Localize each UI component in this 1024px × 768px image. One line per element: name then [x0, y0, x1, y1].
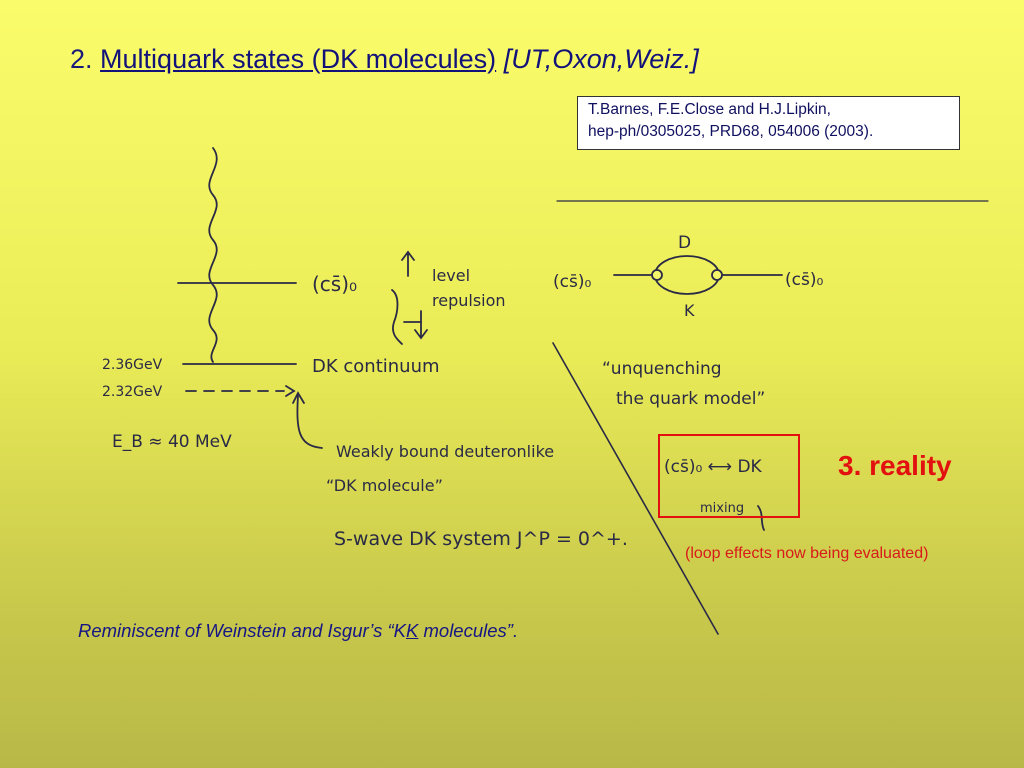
loop-top-label: D [678, 233, 691, 253]
loop-vertex-left [651, 269, 663, 281]
loop-right-label: (cs̄)₀ [785, 270, 823, 290]
mixing-word-label: mixing [700, 501, 744, 516]
energy-236-label: 2.36GeV [102, 357, 163, 373]
weakly-bound-label: Weakly bound deuteronlike [336, 442, 554, 461]
reference-line-1: T.Barnes, F.E.Close and H.J.Lipkin, [588, 101, 831, 118]
loop-vertex-right [711, 269, 723, 281]
reminiscent-suffix: molecules”. [418, 620, 519, 641]
dk-continuum-label: DK continuum [312, 356, 440, 377]
reminiscent-note: Reminiscent of Weinstein and Isgur’s “KK… [78, 620, 518, 642]
mixing-formula-label: (cs̄)₀ ⟷ DK [664, 457, 763, 477]
title-affiliation: [UT,Oxon,Weiz.] [503, 44, 699, 74]
reality-label: 3. reality [838, 450, 952, 481]
loop-bottom-label: K [684, 301, 695, 320]
unquenching-label: “unquenching [602, 359, 722, 379]
title-number: 2. [70, 44, 93, 74]
swave-label: S-wave DK system J^P = 0^+. [334, 528, 628, 550]
reference-line-2: hep-ph/0305025, PRD68, 054006 (2003). [588, 123, 874, 140]
binding-energy-label: E_B ≈ 40 MeV [112, 432, 232, 452]
wavy-line [208, 147, 218, 363]
loop-effects-note: (loop effects now being evaluated) [685, 545, 929, 562]
reminiscent-kbar: K [406, 620, 419, 641]
diagonal-divider [552, 342, 719, 635]
loop-ellipse [654, 255, 720, 295]
slide-title: 2. Multiquark states (DK molecules) [UT,… [70, 44, 699, 75]
repulsion-label: repulsion [432, 291, 506, 310]
quark-model-label: the quark model” [616, 389, 765, 409]
reference-box: T.Barnes, F.E.Close and H.J.Lipkin, hep-… [577, 96, 960, 150]
title-main: Multiquark states (DK molecules) [100, 44, 497, 74]
cs-level-label: (cs̄)₀ [312, 272, 357, 296]
level-label: level [432, 266, 470, 285]
mixing-squiggle [757, 505, 765, 531]
energy-232-label: 2.32GeV [102, 384, 163, 400]
brace [391, 289, 403, 345]
mixing-highlight-box [658, 434, 800, 518]
curved-arrow [296, 394, 323, 449]
dk-molecule-label: “DK molecule” [326, 476, 443, 495]
loop-left-label: (cs̄)₀ [553, 272, 591, 292]
reminiscent-prefix: Reminiscent of Weinstein and Isgur’s “K [78, 620, 407, 641]
dashed-arrow-head [285, 385, 296, 397]
